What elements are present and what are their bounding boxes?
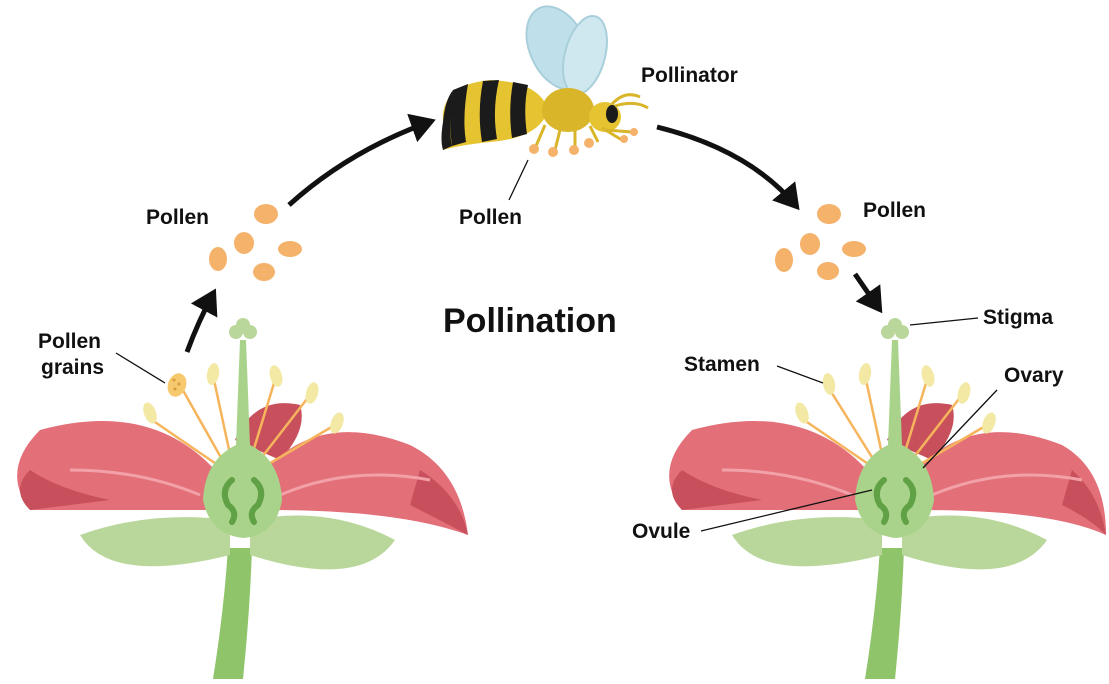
label-pollen-grains-line2: grains — [41, 356, 104, 380]
label-pollen-bee: Pollen — [459, 206, 522, 230]
bee-stripes — [450, 80, 528, 146]
right-stem — [865, 548, 904, 679]
bee-pollinator — [442, 0, 649, 157]
bee-pollen — [569, 145, 579, 155]
right-anther — [857, 362, 873, 386]
left-stem — [213, 548, 252, 679]
arrow-pollen-to-stigma — [855, 274, 880, 310]
left-anther — [328, 411, 347, 436]
leader-stigma — [910, 318, 978, 325]
pollen-cluster-right — [775, 204, 866, 280]
bee-pollen — [548, 147, 558, 157]
label-ovary: Ovary — [1004, 364, 1064, 388]
bee-antennae — [612, 95, 648, 108]
bee-pollen — [630, 128, 638, 136]
bee-pollen — [620, 135, 628, 143]
label-pollen-grains-line1: Pollen — [38, 330, 101, 354]
right-anther — [919, 364, 936, 388]
bee-eye — [606, 105, 618, 123]
label-pollinator: Pollinator — [641, 64, 738, 88]
left-anther — [205, 362, 221, 386]
right-sepal-left — [732, 517, 882, 566]
left-stigma — [229, 318, 257, 339]
label-pollen-left: Pollen — [146, 206, 209, 230]
arrow-bee-to-pollen — [657, 127, 797, 207]
left-anther — [267, 364, 284, 388]
right-anther — [821, 372, 837, 396]
diagram-title: Pollination — [443, 302, 617, 341]
pollen-cluster-left — [209, 204, 302, 281]
right-anther — [980, 411, 999, 436]
bee-pollen — [584, 138, 594, 148]
label-ovule: Ovule — [632, 520, 690, 544]
bee-pollen — [529, 144, 539, 154]
arrow-anther-to-pollen — [187, 292, 214, 352]
label-stamen: Stamen — [684, 353, 760, 377]
arrow-pollen-to-bee — [289, 121, 432, 205]
leader-pollen-grains — [116, 353, 165, 383]
label-stigma: Stigma — [983, 306, 1053, 330]
bee-thorax — [542, 88, 594, 132]
label-pollen-right: Pollen — [863, 199, 926, 223]
bee-legs — [536, 125, 632, 150]
leader-bee-pollen — [509, 160, 528, 200]
left-sepal-left — [80, 517, 230, 566]
right-stigma — [881, 318, 909, 339]
leader-stamen — [777, 366, 823, 383]
